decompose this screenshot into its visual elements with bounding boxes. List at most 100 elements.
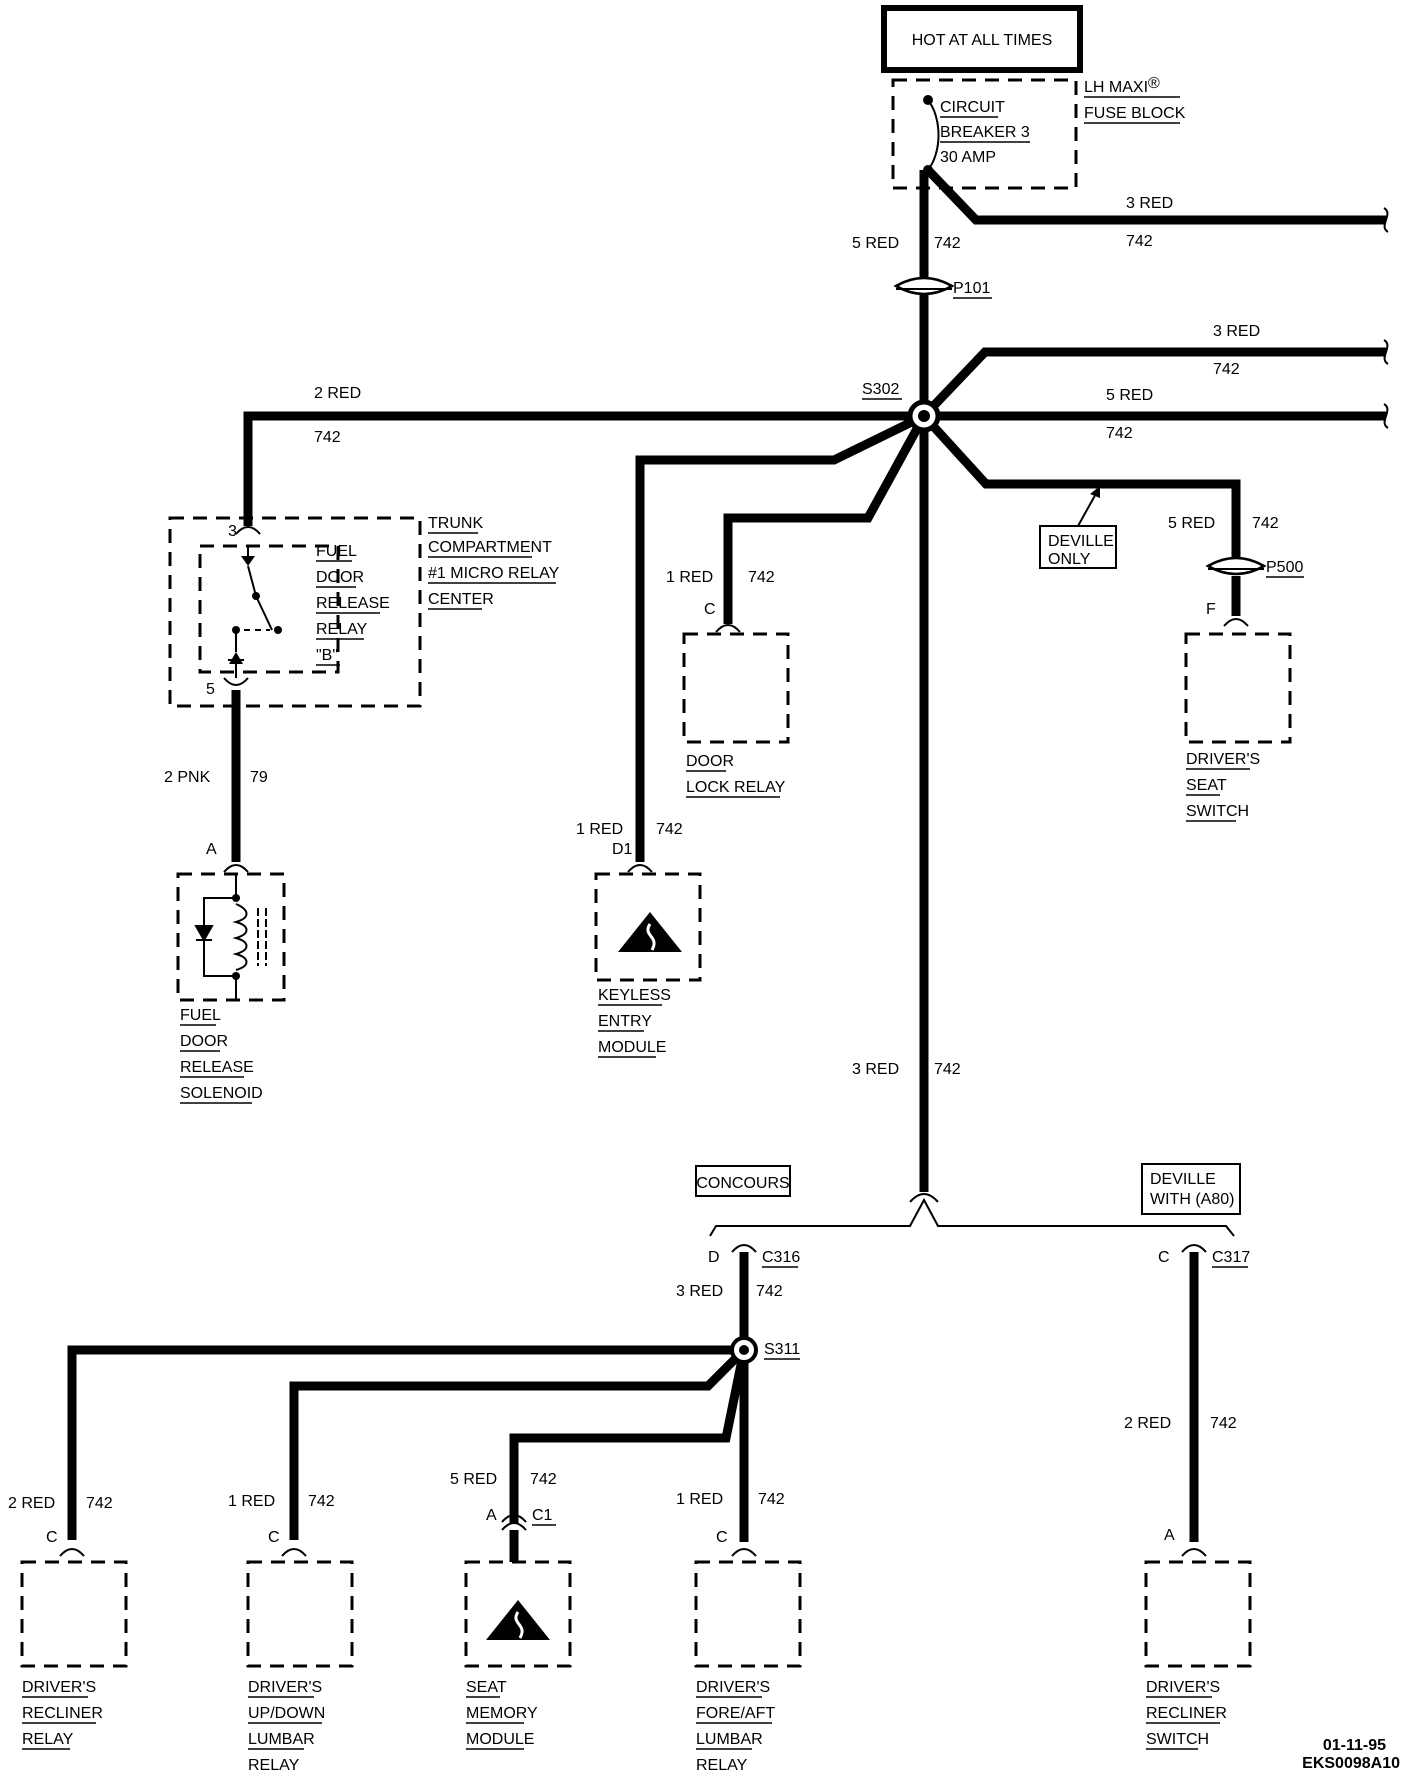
keyless-label-2: ENTRY [598, 1013, 652, 1030]
deville-a80-label-1: DEVILLE [1150, 1171, 1216, 1188]
fuse-block-label-1: LH MAXI [1084, 79, 1148, 96]
recliner-relay-pin: C [46, 1529, 58, 1546]
door-lock-label-2: LOCK RELAY [686, 779, 786, 796]
wire-right2-size: 3 RED [1213, 323, 1260, 340]
foreaft-relay-wire-size: 1 RED [676, 1491, 723, 1508]
seat-memory-wire-size: 5 RED [450, 1471, 497, 1488]
fuse-block-label-2: FUSE BLOCK [1084, 105, 1186, 122]
solenoid-label-4: SOLENOID [180, 1085, 263, 1102]
solenoid-label-1: FUEL [180, 1007, 221, 1024]
keyless-label-3: MODULE [598, 1039, 666, 1056]
foreaft-relay-label-4: RELAY [696, 1757, 748, 1774]
seat-memory-label-2: MEMORY [466, 1705, 538, 1722]
deville-a80-box [1141, 1163, 1241, 1215]
esd-sensitive-icon-2 [486, 1600, 550, 1640]
p101-connector [893, 276, 955, 296]
c316-wire-size: 3 RED [676, 1283, 723, 1300]
seat-switch-label-2: SEAT [1186, 777, 1227, 794]
door-lock-relay-box [682, 632, 790, 744]
c316-wire-circuit: 742 [756, 1283, 783, 1300]
solenoid-label-3: RELEASE [180, 1059, 254, 1076]
footer-date: 01-11-95 [1323, 1737, 1386, 1754]
wire-break-1 [1383, 207, 1389, 233]
seat-memory-module-box [464, 1560, 572, 1668]
updown-lumbar-relay-box [246, 1560, 354, 1668]
recliner-switch-label-2: RECLINER [1146, 1705, 1227, 1722]
wire-pnk-size: 2 PNK [164, 769, 211, 786]
c316-pin: D [708, 1249, 720, 1266]
relay-center-label-4: CENTER [428, 591, 494, 608]
wire-pnk-circuit: 79 [250, 769, 268, 786]
recliner-relay-box [20, 1560, 128, 1668]
keyless-entry-module-box [594, 872, 702, 982]
wire-updown-relay [289, 1346, 748, 1540]
relay-pin3-terminal [235, 526, 261, 535]
updown-relay-wire-circuit: 742 [308, 1493, 335, 1510]
door-lock-label-1: DOOR [686, 753, 734, 770]
hot-at-all-times-box [881, 5, 1083, 73]
s311-label: S311 [764, 1341, 800, 1358]
breaker-label-2: BREAKER 3 [940, 124, 1030, 141]
footer-code: EKS0098A10 [1302, 1755, 1400, 1772]
wire-seat-memory [509, 1349, 749, 1524]
seat-memory-label-1: SEAT [466, 1679, 507, 1696]
p500-label: P500 [1266, 559, 1303, 576]
coil-icon [232, 903, 248, 971]
updown-relay-label-2: UP/DOWN [248, 1705, 325, 1722]
relay-label-5: "B" [316, 647, 338, 664]
door-lock-wire-circuit: 742 [748, 569, 775, 586]
relay-label-4: RELAY [316, 621, 368, 638]
seat-switch-wire-size: 5 RED [1168, 515, 1215, 532]
door-lock-pin: C [704, 601, 716, 618]
relay-switch-contact [247, 565, 273, 631]
seat-memory-label-3: MODULE [466, 1731, 534, 1748]
recliner-switch-pin: A [1164, 1527, 1175, 1544]
relay-center-box [168, 516, 422, 708]
option-split-line [709, 1197, 1235, 1237]
deville-only-label-1: DEVILLE [1048, 533, 1114, 550]
wire-right1-circuit: 742 [1126, 233, 1153, 250]
updown-relay-pin: C [268, 1529, 280, 1546]
wire-seat-switch-branch [920, 412, 1241, 562]
updown-relay-label-1: DRIVER'S [248, 1679, 322, 1696]
seat-switch-wire-circuit: 742 [1252, 515, 1279, 532]
registered-mark: ® [1148, 75, 1160, 92]
breaker-label-1: CIRCUIT [940, 99, 1005, 116]
wire-down-size: 3 RED [852, 1061, 899, 1078]
foreaft-lumbar-relay-box [694, 1560, 802, 1668]
relay-center-label-1: TRUNK [428, 515, 483, 532]
hot-at-all-times-label: HOT AT ALL TIMES [912, 32, 1053, 49]
recliner-relay-wire-circuit: 742 [86, 1495, 113, 1512]
esd-sensitive-icon [618, 912, 682, 952]
fuel-door-solenoid-box [176, 872, 286, 1002]
breaker-label-3: 30 AMP [940, 149, 996, 166]
c316-label: C316 [762, 1249, 800, 1266]
recliner-switch-box [1144, 1560, 1252, 1668]
updown-relay-wire-size: 1 RED [228, 1493, 275, 1510]
wire-top-size: 5 RED [852, 235, 899, 252]
c317-label: C317 [1212, 1249, 1250, 1266]
keyless-label-1: KEYLESS [598, 987, 671, 1004]
recliner-relay-wire-size: 2 RED [8, 1495, 55, 1512]
relay-center-label-2: COMPARTMENT [428, 539, 552, 556]
recliner-switch-label-3: SWITCH [1146, 1731, 1209, 1748]
wire-right-branch-2 [920, 347, 1386, 420]
relay-pin5-terminal [223, 677, 249, 686]
wire-right2-circuit: 742 [1213, 361, 1240, 378]
relay-label-1: FUEL [316, 543, 357, 560]
seat-switch-box [1184, 632, 1292, 744]
wire-right3-circuit: 742 [1106, 425, 1133, 442]
seat-switch-label-1: DRIVER'S [1186, 751, 1260, 768]
keyless-pin: D1 [612, 841, 633, 858]
recliner-relay-label-1: DRIVER'S [22, 1679, 96, 1696]
fuel-door-relay-box [198, 544, 340, 674]
updown-relay-label-4: RELAY [248, 1757, 300, 1774]
wire-door-lock-branch [723, 413, 928, 624]
seat-memory-wire-circuit: 742 [530, 1471, 557, 1488]
diode-icon [194, 925, 214, 943]
recliner-relay-label-2: RECLINER [22, 1705, 103, 1722]
recliner-switch-label-1: DRIVER'S [1146, 1679, 1220, 1696]
seat-switch-pin: F [1206, 601, 1216, 618]
wire-keyless-branch [635, 411, 926, 862]
